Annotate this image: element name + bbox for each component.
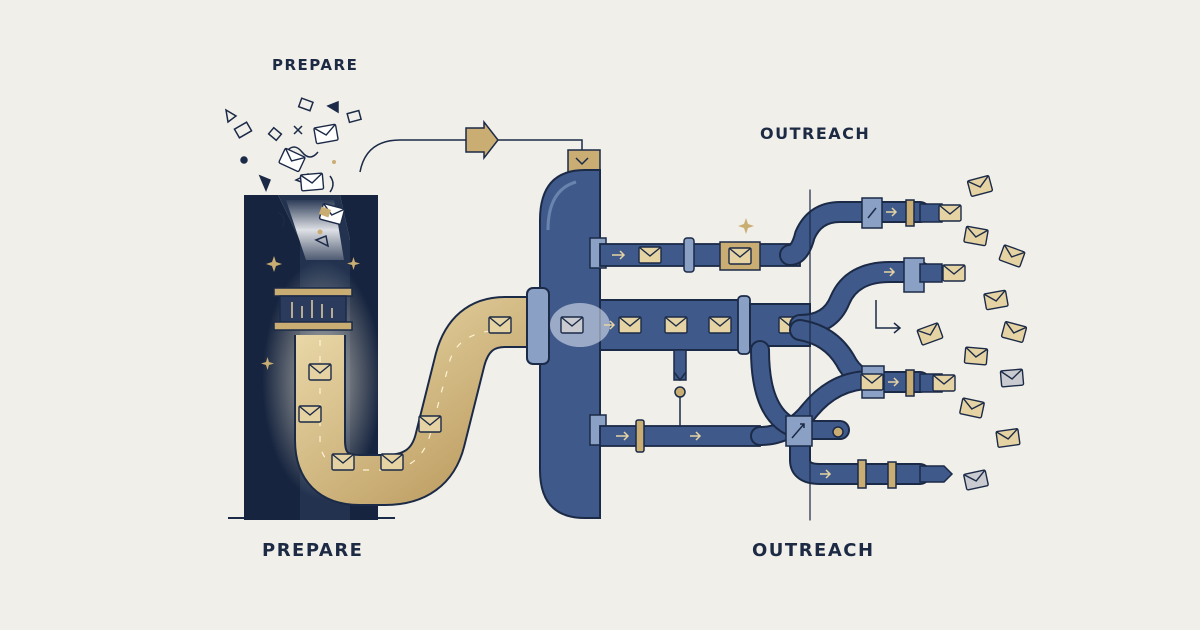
outreach-label-bottom: OUTREACH: [752, 540, 875, 561]
gold-pipe: [296, 298, 535, 504]
envelope-icon: [932, 374, 956, 392]
prepare-label-top: PREPARE: [272, 56, 359, 74]
envelope-icon: [618, 316, 642, 334]
envelope-icon: [916, 322, 944, 346]
paper-piece: [318, 206, 332, 218]
flow-arrow-line: [359, 139, 583, 173]
envelope-icon: [560, 316, 584, 334]
envelope-icon: [942, 264, 966, 282]
envelope-icon: [380, 453, 404, 471]
arrow-right-icon: [465, 119, 499, 161]
envelope-icon: [963, 225, 989, 247]
envelope-icon: [995, 427, 1021, 449]
envelope-icon: [331, 453, 355, 471]
envelope-icon: [860, 373, 884, 391]
envelope-icon: [999, 368, 1025, 388]
envelope-icon: [966, 174, 994, 198]
envelope-icon: [983, 289, 1009, 311]
envelope-icon: [488, 316, 512, 334]
envelope-icon: [299, 172, 325, 192]
tank-flange: [526, 287, 550, 365]
envelope-icon: [938, 204, 962, 222]
envelope-icon: [298, 405, 322, 423]
envelope-icon: [308, 363, 332, 381]
branch-pipes: [750, 189, 931, 521]
envelope-icon: [962, 469, 990, 491]
envelope-icon: [708, 316, 732, 334]
envelope-icon: [664, 316, 688, 334]
filter-unit: [273, 287, 353, 331]
upper-pipe: [599, 243, 801, 267]
valve-icon: [737, 295, 751, 355]
envelope-icon: [313, 123, 339, 145]
envelope-icon: [963, 346, 989, 366]
envelope-icon: [998, 244, 1026, 268]
envelope-icon: [418, 415, 442, 433]
envelope-icon: [638, 246, 662, 264]
envelope-icon: [1000, 320, 1028, 344]
envelope-icon: [728, 247, 752, 265]
gold-pipe-flow: [319, 329, 506, 471]
envelope-icon: [958, 397, 986, 419]
outreach-label-top: OUTREACH: [760, 124, 871, 143]
sparkle-icon: [261, 218, 754, 370]
prepare-label-bottom: PREPARE: [262, 540, 364, 561]
